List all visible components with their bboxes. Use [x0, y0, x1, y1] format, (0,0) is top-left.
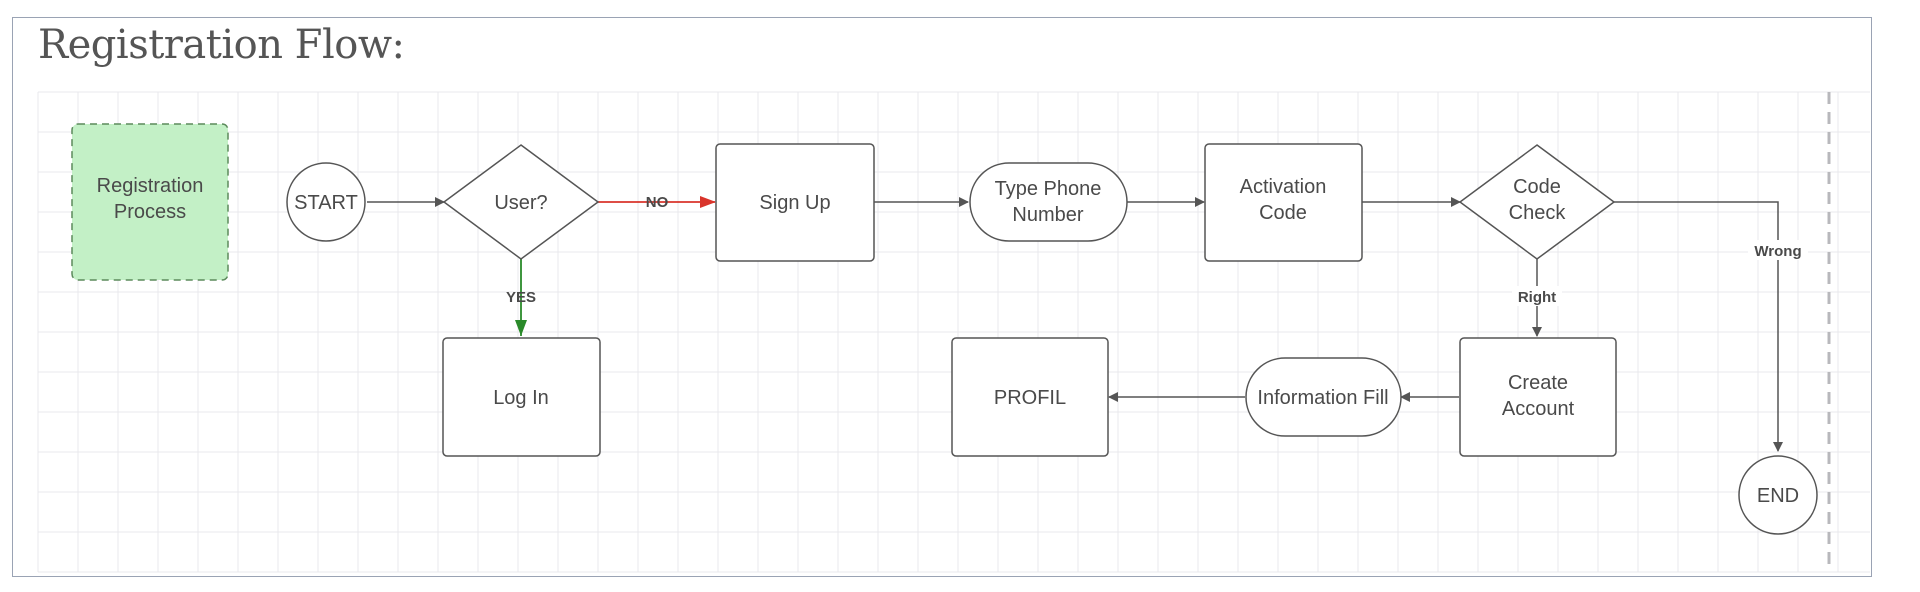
svg-text:Number: Number: [1012, 204, 1083, 226]
svg-text:Code: Code: [1513, 176, 1561, 198]
node-sign-up[interactable]: Sign Up: [715, 143, 875, 262]
node-log-in[interactable]: Log In: [442, 337, 601, 457]
svg-text:Account: Account: [1502, 398, 1575, 420]
node-user-decision[interactable]: User?: [442, 144, 600, 260]
edge-label-no: NO: [646, 194, 669, 211]
edge-label-right-bg: [1512, 286, 1562, 306]
svg-text:Registration: Registration: [97, 175, 204, 197]
edge-label-wrong: Wrong: [1754, 243, 1801, 260]
node-type-phone-number[interactable]: Type Phone Number: [969, 162, 1128, 242]
node-activation-code[interactable]: Activation Code: [1204, 143, 1363, 262]
svg-text:Log In: Log In: [493, 387, 549, 409]
svg-text:Code: Code: [1259, 202, 1307, 224]
edge-label-wrong-bg: [1748, 240, 1808, 260]
node-information-fill[interactable]: Information Fill: [1245, 357, 1402, 437]
page-title: Registration Flow:: [38, 22, 405, 68]
canvas-grid: [37, 91, 1870, 573]
edge-label-yes: YES: [506, 289, 536, 306]
lane-label-registration-process[interactable]: Registration Process: [71, 123, 229, 281]
svg-text:User?: User?: [494, 192, 547, 214]
node-create-account[interactable]: Create Account: [1459, 337, 1617, 457]
svg-text:START: START: [294, 192, 358, 214]
edge-codecheck-to-end: [1614, 201, 1783, 452]
svg-text:Sign Up: Sign Up: [759, 192, 830, 214]
node-code-check-decision[interactable]: Code Check: [1458, 144, 1616, 260]
svg-text:Create: Create: [1508, 372, 1568, 394]
node-profil[interactable]: PROFIL: [951, 337, 1109, 457]
node-end[interactable]: END: [1738, 455, 1818, 535]
svg-text:END: END: [1757, 485, 1799, 507]
edge-label-right: Right: [1518, 289, 1556, 306]
svg-text:Activation: Activation: [1240, 176, 1327, 198]
svg-text:PROFIL: PROFIL: [994, 387, 1066, 409]
svg-text:Check: Check: [1509, 202, 1567, 224]
node-start[interactable]: START: [286, 162, 366, 242]
svg-text:Process: Process: [114, 201, 186, 223]
edge-yes-arrowhead: [515, 320, 527, 336]
svg-text:Type Phone: Type Phone: [995, 178, 1102, 200]
svg-text:Information Fill: Information Fill: [1257, 387, 1388, 409]
